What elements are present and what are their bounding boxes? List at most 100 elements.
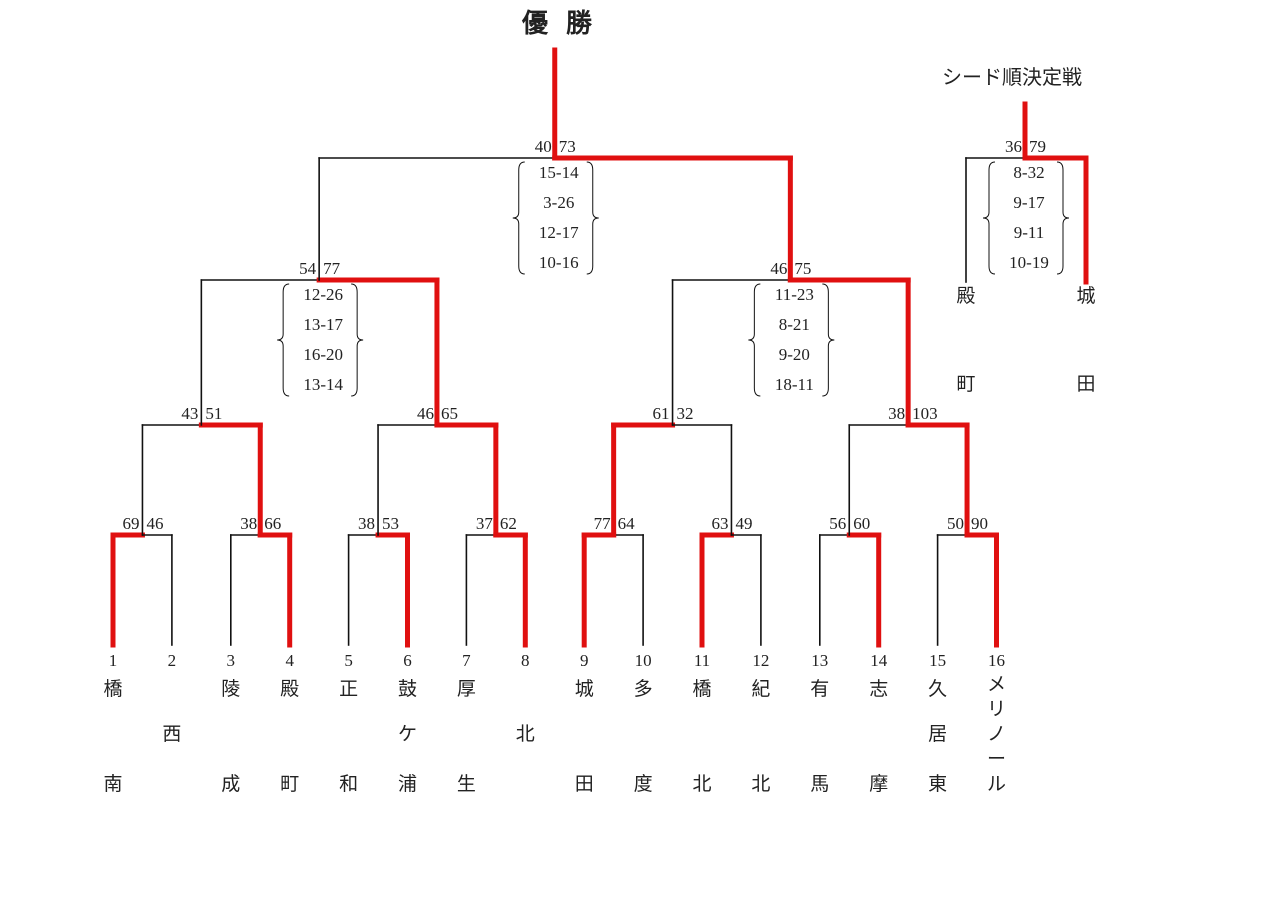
team-name-char: 南 [103,773,122,795]
match-score-left: 43 [181,404,198,423]
team-seed-number: 12 [752,651,769,670]
team-seed-number: 4 [285,651,294,670]
match-score-right: 103 [912,404,938,423]
team-name-char: 町 [280,774,299,795]
quarter-scores-score: 8-21 [779,315,810,334]
team-name-char: 北 [751,773,770,795]
quarter-scores-left-brace [512,161,525,275]
champion-title: 優勝 [521,9,610,38]
quarter-scores-score: 9-20 [779,345,810,364]
quarter-scores-right-brace [586,161,599,275]
seed-quarter-scores-score: 10-19 [1009,253,1049,272]
team-name-char: 志 [869,678,888,700]
team-name-char: 東 [928,773,947,795]
seed-team-name-char: 田 [1076,374,1095,395]
seed-team-name-char: 殿 [956,286,975,307]
match-score-right: 66 [264,514,281,533]
team-name-char: 度 [634,773,653,795]
quarter-scores-score: 13-17 [303,315,343,334]
team-name-char: メ [987,674,1006,695]
match-score-right: 49 [735,514,752,533]
quarter-scores-score: 3-26 [543,193,574,212]
team-seed-number: 10 [635,651,652,670]
team-seed-number: 11 [694,651,710,670]
seed-team-name-char: 城 [1076,285,1095,307]
team-name-char: 久 [928,678,947,700]
quarter-scores-score: 15-14 [539,163,579,182]
match-score-left: 63 [711,514,728,533]
quarter-scores-score: 12-26 [303,285,343,304]
match-score-left: 46 [770,259,787,278]
team-name-char: 殿 [280,679,299,700]
quarter-scores-score: 12-17 [539,223,579,242]
quarter-scores-score: 10-16 [539,253,579,272]
match-score-right: 62 [500,514,517,533]
match-score-left: 38 [358,514,375,533]
quarter-scores-score: 16-20 [303,345,343,364]
seed-quarter-scores-score: 9-17 [1013,193,1045,212]
team-name-char: 橋 [692,678,711,700]
team-name-char: ノ [987,724,1006,745]
team-name-char: 紀 [751,678,770,700]
match-score-right: 60 [853,514,870,533]
team-name-char: 正 [339,679,358,700]
team-seed-number: 7 [462,651,471,670]
match-score-right: 51 [205,404,222,423]
team-seed-number: 16 [988,651,1005,670]
match-score-right: 32 [677,404,694,423]
team-name-char: 成 [221,773,240,795]
team-name-char: 厚 [457,679,476,700]
match-score-left: 54 [299,259,317,278]
team-name-char: 多 [634,678,653,700]
quarter-scores-right-brace [351,283,364,397]
seed-team-name-char: 町 [956,374,975,395]
quarter-scores-right-brace [822,283,835,397]
match-score-right: 73 [559,137,576,156]
team-name-char: 居 [928,724,947,745]
team-name-char: 生 [457,773,476,795]
match-score-left: 38 [240,514,257,533]
team-seed-number: 1 [109,651,118,670]
quarter-scores-left-brace [748,283,761,397]
match-score-left: 61 [653,404,670,423]
quarter-scores-score: 11-23 [775,285,814,304]
team-name-char: 浦 [398,773,417,795]
match-score-left: 38 [888,404,905,423]
team-seed-number: 6 [403,651,412,670]
seed-score-right: 79 [1029,137,1046,156]
match-score-left: 46 [417,404,434,423]
match-score-right: 90 [971,514,988,533]
team-name-char: リ [987,699,1006,720]
quarter-scores-score: 18-11 [775,375,814,394]
team-name-char: 摩 [869,773,888,795]
match-score-right: 64 [618,514,636,533]
team-seed-number: 2 [168,651,177,670]
match-score-left: 37 [476,514,494,533]
seed-quarter-scores-score: 9-11 [1014,223,1045,242]
team-name-char: 北 [692,773,711,795]
match-score-left: 50 [947,514,964,533]
seed-match-title: シード順決定戦 [942,66,1082,89]
team-name-char: ル [987,774,1006,795]
team-name-char: 有 [810,678,829,700]
match-score-right: 77 [323,259,341,278]
seed-score-left: 36 [1005,137,1022,156]
match-score-right: 75 [794,259,811,278]
team-name-char: 和 [339,773,358,795]
team-name-char: 陵 [221,678,240,700]
quarter-scores-score: 13-14 [303,375,343,394]
team-name-char: 城 [575,678,594,700]
match-score-left: 56 [829,514,846,533]
match-score-left: 40 [535,137,552,156]
team-seed-number: 9 [580,651,589,670]
team-seed-number: 5 [344,651,353,670]
match-score-right: 46 [146,514,163,533]
team-name-char: ケ [398,724,417,745]
team-seed-number: 3 [227,651,236,670]
match-score-left: 69 [122,514,139,533]
team-name-char: 田 [575,774,594,795]
team-name-char: ー [987,749,1006,770]
match-score-right: 53 [382,514,399,533]
quarter-scores-left-brace [277,283,290,397]
